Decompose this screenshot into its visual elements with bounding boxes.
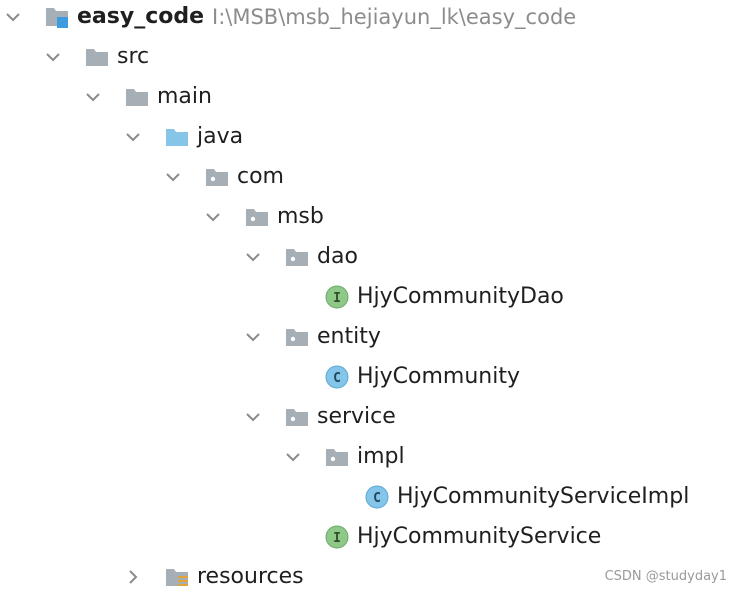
impl-label: impl [357, 444, 405, 469]
tree-node-java[interactable]: java [0, 117, 741, 157]
root-label: easy_code [77, 4, 205, 29]
module-folder-icon [44, 4, 70, 30]
dao-file-label: HjyCommunityDao [357, 284, 564, 309]
chevron-down-icon[interactable] [0, 4, 26, 30]
src-label: src [117, 44, 150, 69]
interface-icon: I [324, 284, 350, 310]
service-label: service [317, 404, 396, 429]
package-icon [284, 324, 310, 350]
entity-label: entity [317, 324, 381, 349]
chevron-down-icon[interactable] [40, 44, 66, 70]
tree-node-hjy-community-service-impl[interactable]: C HjyCommunityServiceImpl [0, 477, 741, 517]
svg-text:C: C [333, 371, 341, 386]
package-icon [204, 164, 230, 190]
tree-node-msb[interactable]: msb [0, 197, 741, 237]
watermark: CSDN @studyday1 [604, 569, 727, 584]
service-file-label: HjyCommunityService [357, 524, 602, 549]
impl-file-label: HjyCommunityServiceImpl [397, 484, 690, 509]
root-path: I:\MSB\msb_hejiayun_lk\easy_code [212, 5, 577, 29]
tree-node-impl[interactable]: impl [0, 437, 741, 477]
resources-folder-icon [164, 564, 190, 590]
java-label: java [197, 124, 244, 149]
tree-node-resources[interactable]: resources [0, 557, 741, 597]
chevron-down-icon[interactable] [240, 244, 266, 270]
interface-icon: I [324, 524, 350, 550]
package-icon [244, 204, 270, 230]
chevron-down-icon[interactable] [80, 84, 106, 110]
class-icon: C [364, 484, 390, 510]
svg-text:I: I [333, 291, 341, 306]
chevron-down-icon[interactable] [120, 124, 146, 150]
tree-node-hjy-community-service[interactable]: I HjyCommunityService [0, 517, 741, 557]
entity-file-label: HjyCommunity [357, 364, 521, 389]
folder-icon [84, 44, 110, 70]
tree-node-src[interactable]: src [0, 37, 741, 77]
tree-node-com[interactable]: com [0, 157, 741, 197]
tree-node-main[interactable]: main [0, 77, 741, 117]
tree-node-root[interactable]: easy_code I:\MSB\msb_hejiayun_lk\easy_co… [0, 0, 741, 37]
svg-text:C: C [373, 491, 381, 506]
source-root-folder-icon [164, 124, 190, 150]
folder-icon [124, 84, 150, 110]
chevron-down-icon[interactable] [240, 324, 266, 350]
chevron-down-icon[interactable] [200, 204, 226, 230]
tree-node-entity[interactable]: entity [0, 317, 741, 357]
class-icon: C [324, 364, 350, 390]
com-label: com [237, 164, 284, 189]
tree-node-dao[interactable]: dao [0, 237, 741, 277]
svg-text:I: I [333, 531, 341, 546]
chevron-down-icon[interactable] [240, 404, 266, 430]
package-icon [324, 444, 350, 470]
msb-label: msb [277, 204, 324, 229]
package-icon [284, 404, 310, 430]
tree-node-hjy-community-dao[interactable]: I HjyCommunityDao [0, 277, 741, 317]
package-icon [284, 244, 310, 270]
tree-node-service[interactable]: service [0, 397, 741, 437]
chevron-down-icon[interactable] [160, 164, 186, 190]
resources-label: resources [197, 564, 304, 589]
chevron-down-icon[interactable] [280, 444, 306, 470]
chevron-right-icon[interactable] [120, 564, 146, 590]
main-label: main [157, 84, 212, 109]
dao-label: dao [317, 244, 358, 269]
tree-node-hjy-community[interactable]: C HjyCommunity [0, 357, 741, 397]
